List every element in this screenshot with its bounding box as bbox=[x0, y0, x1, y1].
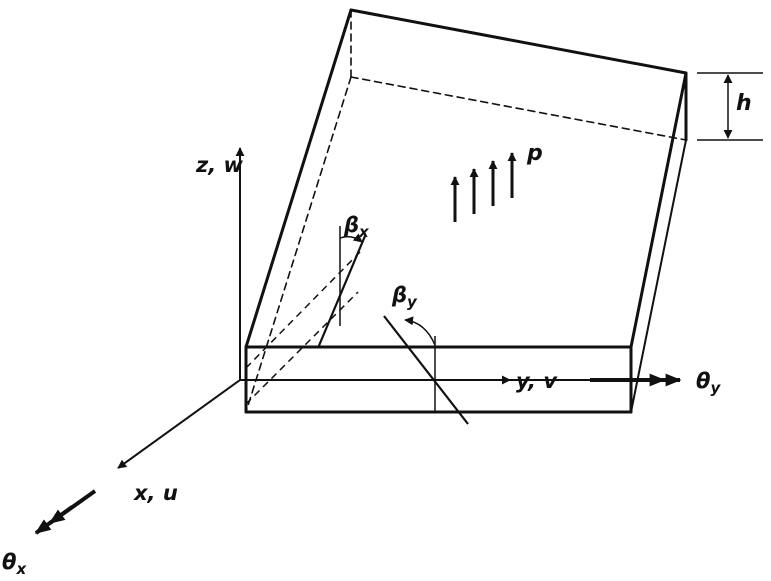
theta-y-symbol: θ bbox=[696, 369, 710, 393]
theta-x-subscript: x bbox=[15, 560, 27, 578]
theta-y-label: θy bbox=[696, 369, 721, 397]
pressure-label: p bbox=[526, 141, 543, 166]
beta-x-subscript: x bbox=[358, 223, 370, 241]
theta-x-double-arrow-2 bbox=[34, 505, 74, 535]
plate bbox=[244, 8, 688, 414]
plate-top-back-edge bbox=[349, 8, 688, 75]
beta-x-dashed-1 bbox=[245, 251, 361, 369]
pressure-load-arrows bbox=[450, 152, 517, 222]
y-axis-label: y, v bbox=[516, 369, 558, 393]
beta-y-label: βy bbox=[391, 283, 418, 311]
thickness-label: h bbox=[736, 91, 752, 116]
plate-hidden-edge-back-bottom bbox=[350, 76, 687, 141]
plate-top-left-edge bbox=[244, 8, 353, 349]
beta-x-dashed-2 bbox=[245, 291, 359, 405]
plate-top-right-edge bbox=[629, 71, 688, 349]
beta-y-symbol: β bbox=[391, 283, 407, 307]
rotation-vectors bbox=[34, 373, 682, 535]
coordinate-axes bbox=[117, 147, 511, 469]
theta-y-subscript: y bbox=[710, 379, 721, 397]
beta-y-angle-arc bbox=[404, 316, 436, 346]
beta-y-section bbox=[383, 315, 469, 425]
beta-x-angle-arc bbox=[339, 233, 363, 243]
beta-y-normal-line bbox=[383, 315, 469, 425]
theta-x-label: θx bbox=[2, 550, 27, 578]
z-axis-label: z, w bbox=[195, 153, 244, 177]
plate-hidden-edge-left-bottom bbox=[245, 76, 352, 413]
plate-right-bottom-edge bbox=[630, 139, 687, 413]
theta-x-symbol: θ bbox=[2, 550, 16, 574]
thickness-dimension bbox=[697, 72, 763, 141]
x-axis-label: x, u bbox=[133, 481, 178, 505]
beta-y-subscript: y bbox=[407, 293, 418, 311]
beta-x-symbol: β bbox=[343, 213, 359, 237]
beta-x-label: βx bbox=[343, 213, 370, 241]
x-axis bbox=[117, 379, 241, 469]
beta-x-section bbox=[245, 226, 367, 405]
